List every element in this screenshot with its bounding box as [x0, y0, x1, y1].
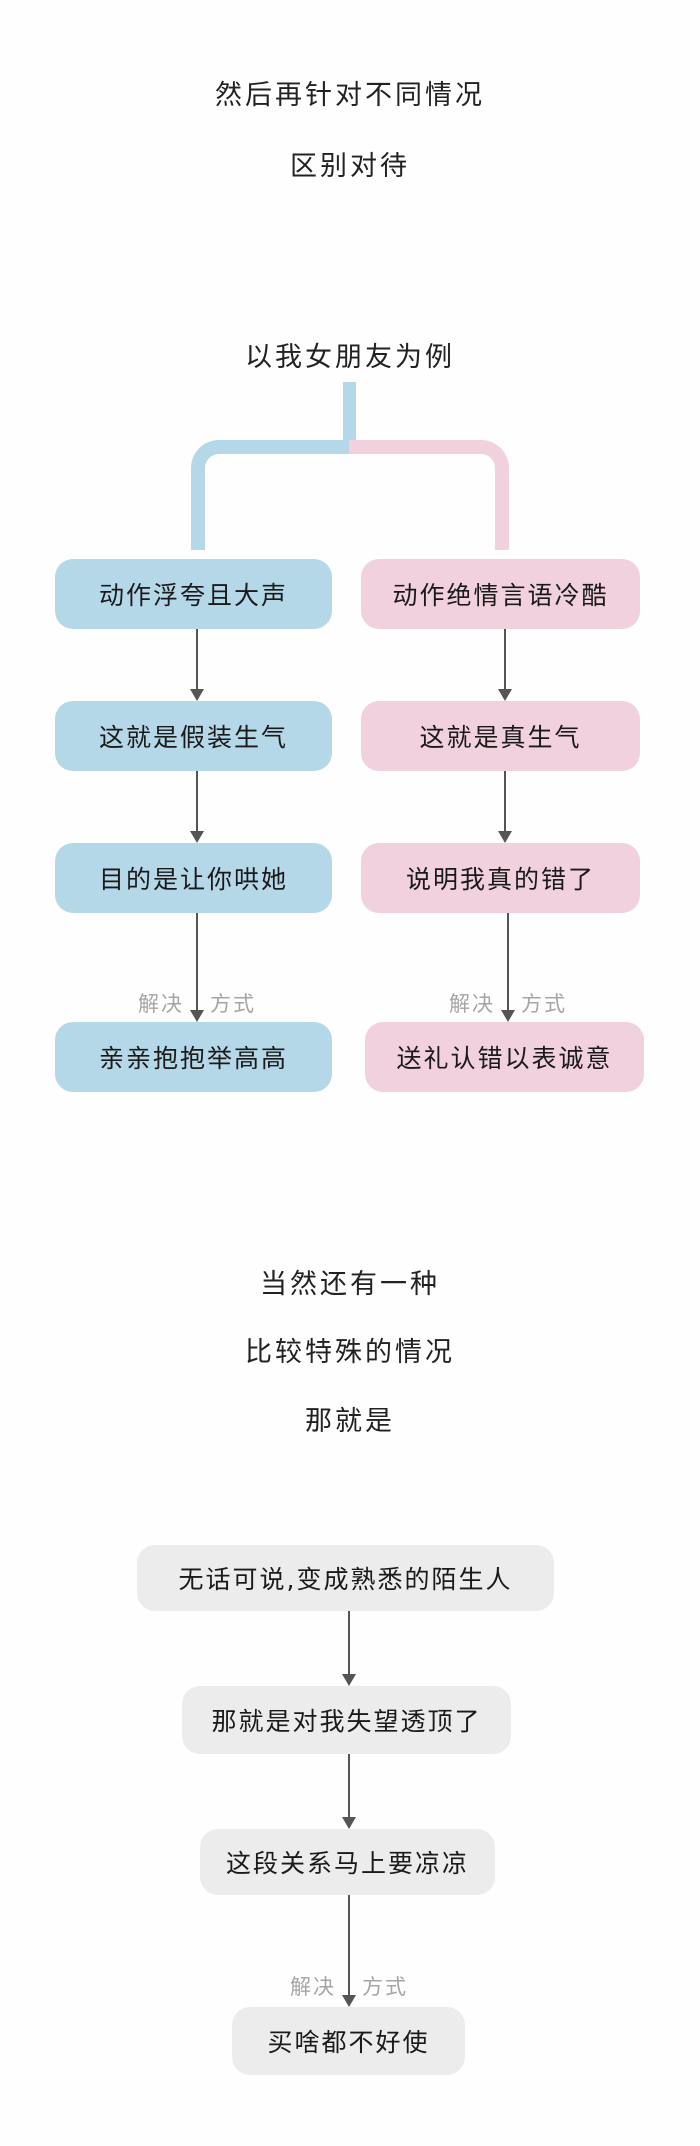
- left-solution: 亲亲抱抱举高高: [55, 1022, 332, 1092]
- solution-label-part1: 解决: [448, 992, 495, 1016]
- left-step-3: 目的是让你哄她: [55, 843, 332, 913]
- right-solution: 送礼认错以表诚意: [365, 1022, 644, 1092]
- left-step-2: 这就是假装生气: [55, 701, 332, 771]
- special-solution: 买啥都不好使: [232, 2007, 465, 2075]
- right-step-3: 说明我真的错了: [361, 843, 640, 913]
- connector-left: [191, 440, 349, 550]
- special-step-3: 这段关系马上要凉凉: [200, 1829, 495, 1895]
- solution-label-part2: 方式: [521, 992, 568, 1016]
- arrow-down-icon: [342, 1754, 356, 1829]
- arrow-down-icon: [190, 913, 204, 1022]
- arrow-down-icon: [501, 913, 515, 1022]
- right-step-1: 动作绝情言语冷酷: [361, 559, 640, 629]
- arrow-down-icon: [342, 1611, 356, 1686]
- example-title: 以我女朋友为例: [245, 342, 455, 373]
- solution-label-special: 解决 方式: [249, 1971, 449, 2001]
- arrow-down-icon: [498, 629, 512, 701]
- arrow-down-icon: [342, 1895, 356, 2007]
- solution-label-part2: 方式: [210, 992, 257, 1016]
- outro-line-2: 比较特殊的情况: [245, 1337, 455, 1368]
- outro-line-3: 那就是: [305, 1406, 395, 1437]
- arrow-down-icon: [190, 629, 204, 701]
- outro-line-1: 当然还有一种: [260, 1269, 440, 1300]
- solution-label-left: 解决 方式: [97, 988, 297, 1018]
- arrow-down-icon: [190, 771, 204, 843]
- solution-label-part2: 方式: [362, 1975, 409, 1999]
- solution-label-right: 解决 方式: [408, 988, 608, 1018]
- right-step-2: 这就是真生气: [361, 701, 640, 771]
- solution-label-part1: 解决: [289, 1975, 336, 1999]
- solution-label-part1: 解决: [137, 992, 184, 1016]
- left-step-1: 动作浮夸且大声: [55, 559, 332, 629]
- connector-right: [349, 440, 509, 550]
- special-step-1: 无话可说,变成熟悉的陌生人: [137, 1545, 554, 1611]
- arrow-down-icon: [498, 771, 512, 843]
- connector-stem: [343, 382, 356, 448]
- intro-line-1: 然后再针对不同情况: [215, 80, 485, 111]
- special-step-2: 那就是对我失望透顶了: [182, 1686, 511, 1754]
- intro-line-2: 区别对待: [290, 151, 410, 182]
